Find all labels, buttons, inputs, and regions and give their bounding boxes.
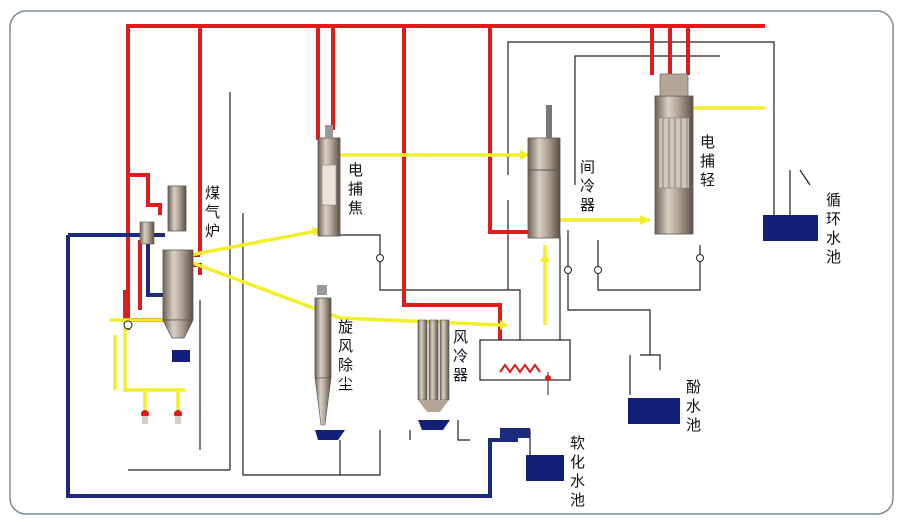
valves — [123, 254, 704, 330]
diagram-frame — [9, 10, 894, 515]
steam-pipes — [123, 24, 765, 370]
svg-text:焦: 焦 — [348, 199, 363, 217]
svg-text:池: 池 — [570, 491, 585, 509]
svg-text:环: 环 — [826, 210, 841, 228]
label-soft-water-pool: 软 化 水 池 — [570, 434, 585, 509]
svg-text:冷: 冷 — [580, 177, 595, 195]
svg-text:风: 风 — [453, 328, 468, 346]
oil-precipitator — [654, 73, 694, 235]
svg-text:旋: 旋 — [338, 318, 353, 336]
circulating-water-pool — [763, 215, 818, 241]
svg-text:捕: 捕 — [700, 152, 715, 170]
air-cooler — [417, 319, 450, 430]
svg-text:酚: 酚 — [686, 378, 701, 396]
label-oil-precipitator: 电 捕 轻 — [700, 133, 715, 189]
svg-text:水: 水 — [570, 472, 585, 490]
svg-text:软: 软 — [570, 434, 585, 452]
svg-text:化: 化 — [570, 453, 585, 471]
svg-text:捕: 捕 — [348, 180, 363, 198]
svg-text:电: 电 — [700, 133, 715, 151]
svg-text:气: 气 — [205, 203, 220, 221]
svg-text:水: 水 — [686, 397, 701, 415]
intercooler — [527, 105, 561, 239]
svg-text:电: 电 — [348, 161, 363, 179]
tar-precipitator — [317, 125, 341, 237]
cyclone-separator — [314, 285, 345, 440]
svg-text:冷: 冷 — [453, 347, 468, 365]
label-cyclone: 旋 风 除 尘 — [338, 318, 353, 393]
svg-text:除: 除 — [338, 356, 353, 374]
svg-text:器: 器 — [453, 366, 468, 384]
heat-exchanger-box — [479, 339, 571, 395]
svg-text:器: 器 — [580, 196, 595, 214]
label-air-cooler: 风 冷 器 — [453, 328, 468, 384]
label-gasifier: 煤 气 炉 — [205, 184, 220, 240]
gasifier-valves — [141, 410, 182, 424]
svg-text:池: 池 — [686, 416, 701, 434]
label-intercooler: 间 冷 器 — [580, 158, 595, 214]
label-circulating-water-pool: 循 环 水 池 — [826, 191, 841, 266]
svg-text:间: 间 — [580, 158, 595, 176]
phenol-water-pool — [628, 398, 680, 424]
svg-text:尘: 尘 — [338, 375, 353, 393]
gasifier — [139, 185, 194, 362]
label-phenol-water-pool: 酚 水 池 — [686, 378, 701, 434]
svg-text:循: 循 — [826, 191, 841, 209]
svg-text:池: 池 — [826, 248, 841, 266]
svg-text:风: 风 — [338, 337, 353, 355]
soft-water-pool — [526, 455, 564, 481]
svg-text:轻: 轻 — [700, 171, 715, 189]
svg-text:水: 水 — [826, 229, 841, 247]
soft-water-pump — [500, 428, 530, 438]
svg-text:煤: 煤 — [205, 184, 220, 202]
label-tar-precipitator: 电 捕 焦 — [348, 161, 363, 217]
svg-text:炉: 炉 — [205, 222, 220, 240]
